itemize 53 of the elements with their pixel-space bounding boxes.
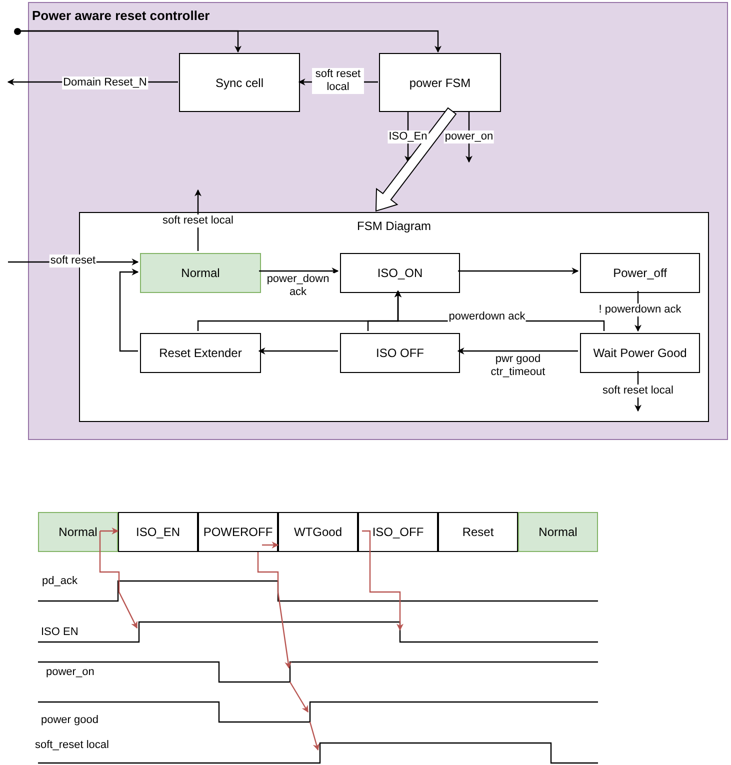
state-cell: ISO_OFF bbox=[358, 512, 438, 552]
state-box: Power_off bbox=[580, 253, 700, 293]
arrow bbox=[634, 291, 642, 332]
edge-label: soft reset local bbox=[312, 68, 364, 94]
panel-title: FSM Diagram bbox=[357, 219, 431, 233]
state-box: Wait Power Good bbox=[580, 333, 700, 373]
edge-label: ISO_En bbox=[388, 130, 428, 144]
block-box: power FSM bbox=[379, 53, 501, 112]
signal-name: pd_ack bbox=[42, 575, 78, 587]
state-cell: POWEROFF bbox=[198, 512, 278, 552]
signal-name: ISO EN bbox=[41, 626, 78, 638]
arrow bbox=[458, 268, 579, 274]
arrow bbox=[100, 528, 119, 534]
edge-label: powerdown ack bbox=[448, 310, 526, 324]
state-box: ISO OFF bbox=[340, 333, 460, 373]
state-cell: WTGood bbox=[278, 512, 358, 552]
edge-label: Domain Reset_N bbox=[62, 76, 148, 90]
arrow bbox=[257, 552, 292, 669]
arrow bbox=[258, 348, 338, 354]
edge-label: soft reset bbox=[49, 254, 97, 268]
panel-title: Power aware reset controller bbox=[32, 8, 210, 23]
edge-label: ! powerdown ack bbox=[598, 304, 682, 316]
arrow bbox=[7, 78, 178, 86]
arrow bbox=[262, 542, 279, 548]
junction-dot bbox=[14, 28, 21, 35]
edge-label: soft reset local bbox=[602, 384, 674, 398]
arrow bbox=[99, 531, 138, 629]
state-cell: Normal bbox=[518, 512, 598, 552]
signal-name: soft_reset local bbox=[35, 739, 109, 751]
arrow bbox=[466, 111, 472, 163]
state-box: ISO_ON bbox=[340, 253, 460, 293]
controller-panel bbox=[28, 2, 728, 440]
signal-name: power_on bbox=[46, 666, 94, 678]
arrow bbox=[457, 348, 578, 354]
state-cell: Normal bbox=[38, 512, 118, 552]
state-box: Reset Extender bbox=[140, 333, 261, 373]
arrow bbox=[18, 30, 442, 53]
arrow bbox=[197, 290, 402, 331]
arrow bbox=[194, 189, 202, 251]
arrow bbox=[259, 268, 339, 274]
arrow bbox=[298, 78, 378, 86]
signal-name: power good bbox=[41, 714, 98, 726]
block-box: Sync cell bbox=[179, 53, 300, 112]
state-box: Normal bbox=[140, 253, 261, 293]
arrow bbox=[8, 258, 139, 266]
edge-label: soft reset local bbox=[162, 214, 234, 228]
edge-label: power_on bbox=[444, 130, 494, 144]
arrow bbox=[119, 268, 139, 352]
state-cell: Reset bbox=[438, 512, 518, 552]
arrow bbox=[634, 371, 642, 412]
state-cell: ISO_EN bbox=[118, 512, 198, 552]
block-arrow bbox=[375, 107, 457, 212]
arrow bbox=[362, 530, 404, 631]
